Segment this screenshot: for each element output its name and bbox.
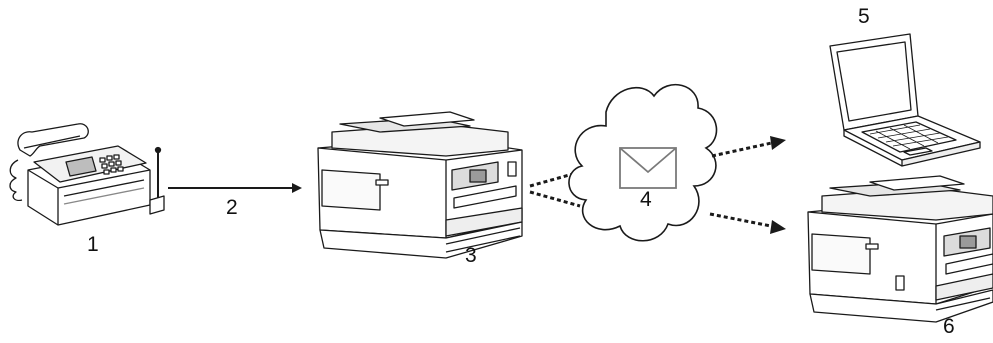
label-receiving-machine: 6 — [943, 315, 955, 338]
forward-to-computer-arrow — [711, 140, 777, 158]
label-fax-transmission: 2 — [226, 196, 238, 219]
forward-to-machine-arrow — [709, 212, 777, 229]
label-machine: 3 — [465, 244, 477, 267]
envelope-icon — [619, 147, 677, 189]
printer-mfc-icon — [807, 175, 993, 323]
label-computer: 5 — [858, 5, 870, 28]
laptop-icon — [829, 33, 981, 167]
fax-machine-icon — [9, 123, 165, 226]
label-email: 4 — [640, 188, 652, 211]
label-fax-machine: 1 — [87, 233, 99, 256]
send-email-dotted-line — [529, 190, 581, 208]
printer-mfc-icon — [317, 111, 523, 259]
